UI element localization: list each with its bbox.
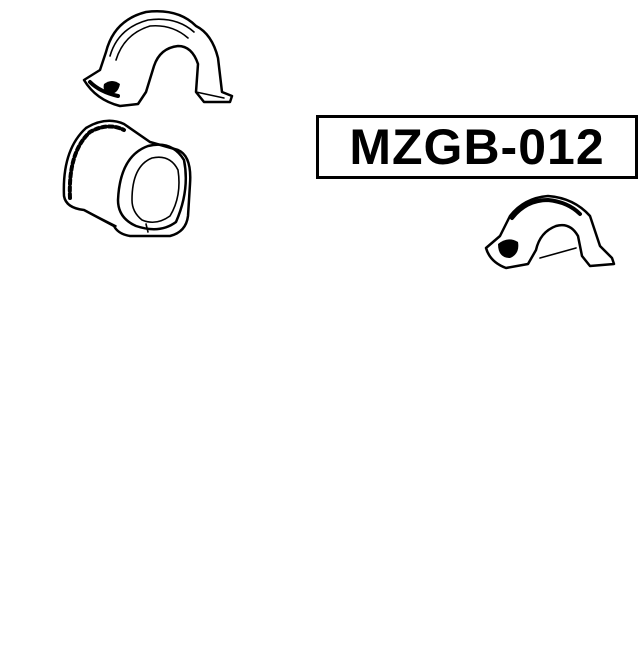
right-bracket <box>484 194 616 270</box>
left-bushing <box>62 119 192 238</box>
part-number-label: MZGB-012 <box>316 115 638 179</box>
upper-left-bracket <box>82 10 234 108</box>
